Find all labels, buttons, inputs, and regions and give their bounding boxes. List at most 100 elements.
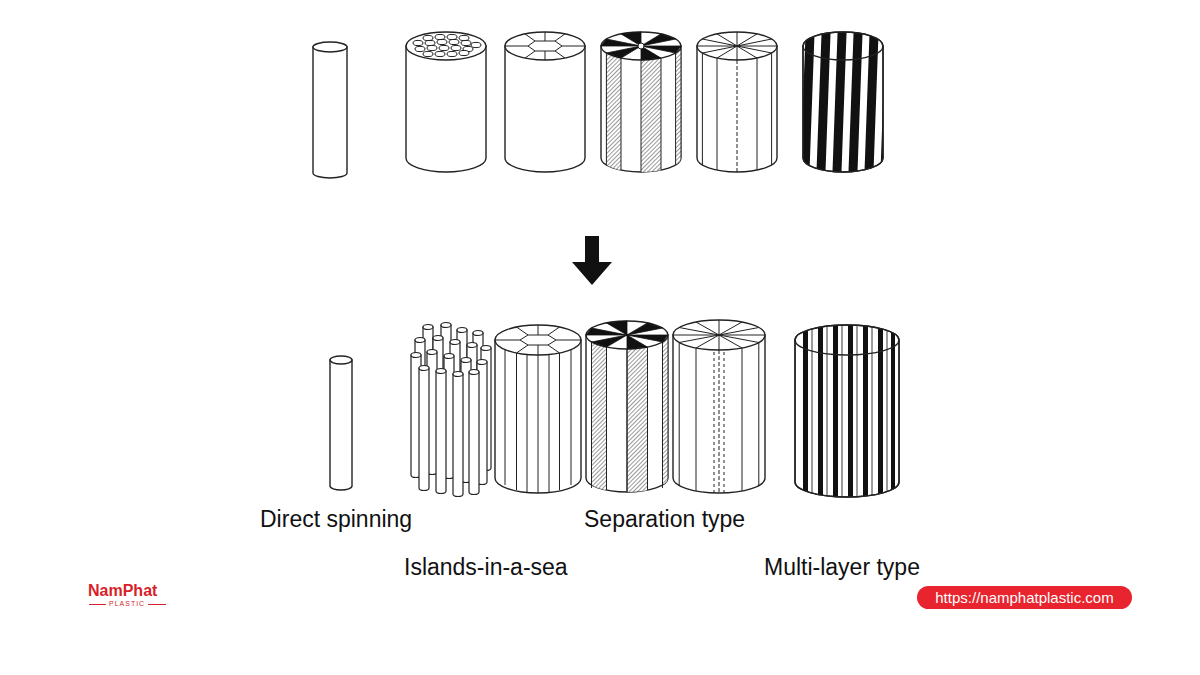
- islands-fiber: [461, 40, 471, 45]
- radial-fiber: [737, 46, 757, 58]
- islands-fiber: [439, 45, 449, 50]
- split-segmented-fiber: [559, 353, 560, 490]
- segmented-fiber: [525, 51, 535, 58]
- split-multilayer-fiber: [795, 320, 899, 510]
- split-multilayer-fiber: [878, 320, 883, 510]
- plain-fiber: [313, 42, 347, 52]
- pie-wedge-fiber: [641, 34, 676, 46]
- pie-wedge-fiber: [638, 43, 644, 49]
- segmented-fiber: [505, 32, 585, 60]
- radial-fiber: [697, 32, 777, 60]
- split-pie-wedge-fiber: [627, 349, 628, 492]
- radial-fiber: [697, 46, 777, 172]
- split-segmented-fiber: [505, 349, 506, 485]
- split-multilayer-fiber: [842, 320, 843, 510]
- segmented-fiber: [505, 46, 585, 172]
- split-multilayer-fiber: [795, 325, 899, 355]
- split-segmented-fiber: [548, 345, 560, 353]
- islands-fiber: [415, 46, 425, 51]
- plain-fiber: [313, 42, 347, 178]
- split-radial-fiber: [719, 335, 765, 336]
- radial-fiber: [737, 46, 738, 60]
- split-pie-wedge-fiber: [647, 347, 648, 490]
- split-multilayer-fiber: [818, 320, 823, 510]
- direct-spun-fiber: [330, 360, 352, 490]
- segmented-fiber: [562, 46, 585, 47]
- split-multilayer-fiber: [812, 320, 813, 510]
- split-pie-wedge-fiber: [627, 335, 648, 349]
- split-segmented-fiber: [527, 354, 528, 492]
- split-islands-bundle: [411, 323, 491, 497]
- split-radial-fiber: [673, 320, 765, 350]
- split-radial-fiber: [719, 328, 759, 336]
- radial-fiber: [702, 46, 737, 53]
- multilayer-fiber: [800, 20, 815, 185]
- pie-wedge-fiber: [606, 50, 681, 186]
- split-radial-fiber: [758, 343, 759, 487]
- islands-fiber: [413, 40, 423, 45]
- islands-fiber: [471, 42, 481, 47]
- radial-fiber: [702, 53, 703, 165]
- radial-fiber: [697, 32, 777, 172]
- split-radial-fiber: [679, 335, 719, 343]
- logo-subtitle: PLASTIC: [109, 600, 145, 608]
- split-pie-wedge-fiber: [586, 321, 668, 349]
- segmented-fiber: [505, 46, 528, 47]
- radial-fiber: [757, 58, 758, 170]
- split-segmented-fiber: [517, 345, 529, 353]
- split-radial-fiber: [696, 348, 697, 491]
- islands-fiber: [406, 46, 486, 172]
- split-segmented-fiber: [556, 340, 581, 341]
- split-pie-wedge-fiber: [662, 342, 663, 488]
- split-pie-wedge-fiber: [586, 321, 668, 349]
- islands-fiber: [459, 50, 469, 55]
- url-badge: https://namphatplastic.com: [917, 586, 1132, 609]
- islands-fiber: [406, 32, 486, 60]
- split-radial-fiber: [719, 335, 720, 350]
- radial-fiber: [697, 46, 737, 47]
- direct-spun-fiber: [330, 356, 352, 490]
- split-islands-bundle: [453, 372, 463, 497]
- segmented-fiber: [545, 51, 546, 60]
- split-islands-bundle: [436, 369, 446, 494]
- split-segmented-fiber: [495, 340, 520, 341]
- radial-fiber: [771, 53, 772, 165]
- method-label: Direct spinning: [260, 506, 412, 532]
- multilayer-fiber: [816, 20, 831, 185]
- split-islands-bundle: [469, 370, 479, 495]
- process-arrow: [572, 236, 612, 285]
- islands-fiber: [447, 51, 457, 56]
- logo-name: NamPhat: [88, 582, 157, 600]
- split-segmented-fiber: [495, 325, 581, 355]
- logo-rule: [89, 604, 106, 605]
- split-radial-fiber: [673, 320, 765, 493]
- islands-fiber: [406, 32, 486, 172]
- islands-fiber: [423, 51, 433, 56]
- multilayer-fiber: [800, 20, 895, 185]
- split-segmented-fiber: [495, 325, 581, 493]
- islands-fiber: [435, 51, 445, 56]
- islands-fiber: [447, 34, 457, 39]
- islands-fiber: [449, 39, 459, 44]
- split-radial-fiber: [719, 335, 742, 348]
- pie-wedge-fiber: [641, 46, 661, 60]
- split-radial-fiber: [673, 335, 719, 336]
- split-multilayer-fiber: [848, 320, 853, 510]
- islands-fiber: [423, 35, 433, 40]
- split-multilayer-fiber: [872, 320, 873, 510]
- split-pie-wedge-fiber: [591, 342, 592, 488]
- segmented-fiber: [505, 32, 585, 60]
- pie-wedge-fiber: [601, 32, 681, 186]
- direct-spun-fiber: [330, 356, 352, 364]
- split-multilayer-fiber: [887, 320, 888, 510]
- multilayer-fiber: [864, 20, 879, 185]
- multilayer-fiber: [800, 20, 895, 185]
- multilayer-fiber: [803, 46, 883, 172]
- islands-fiber: [437, 39, 447, 44]
- split-radial-fiber: [724, 352, 725, 493]
- split-multilayer-fiber: [803, 320, 895, 510]
- split-multilayer-fiber: [812, 320, 887, 510]
- radial-fiber: [737, 46, 777, 47]
